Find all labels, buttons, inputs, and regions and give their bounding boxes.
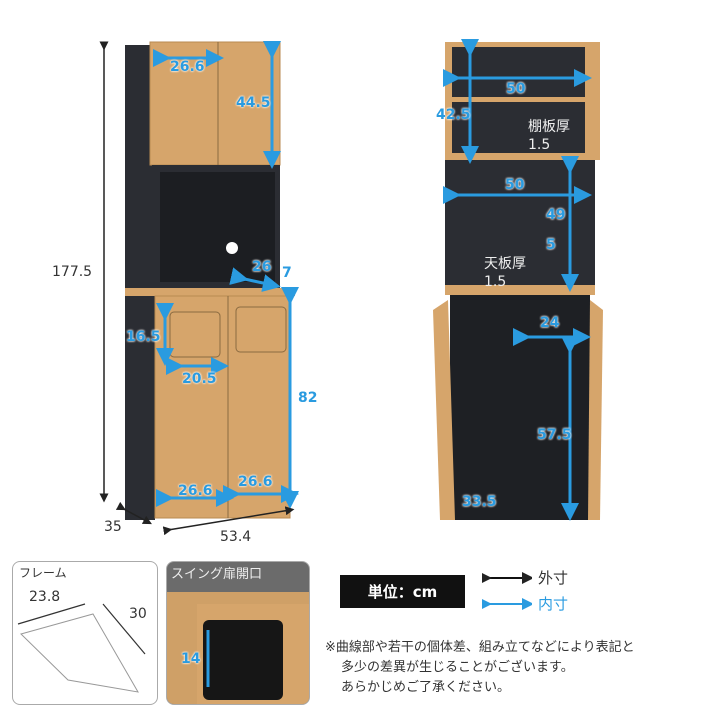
lower-height: 82 — [298, 390, 318, 406]
total-height: 177.5 — [52, 264, 93, 280]
swing-door-panel: スイング扉開口 14 — [166, 561, 310, 705]
top-thickness: 1.5 — [484, 274, 507, 290]
lower-door-left: 26.6 — [178, 483, 213, 499]
upper-height: 42.5 — [436, 107, 471, 123]
width: 53.4 — [220, 529, 252, 545]
note-line: ※曲線部や若干の個体差、組み立てなどにより表記と — [325, 640, 635, 655]
lower-door-right: 26.6 — [238, 474, 273, 490]
legend-outer: 外寸 — [538, 569, 569, 587]
open-depth: 26 — [252, 259, 272, 275]
upper-door-width: 26.6 — [170, 59, 205, 75]
frame-width: 23.8 — [29, 589, 61, 605]
frame-panel: フレーム 23.8 30 — [12, 561, 158, 705]
upper-width: 50 — [506, 81, 526, 97]
right-cabinet — [433, 39, 603, 521]
legend-arrows — [482, 572, 532, 610]
frame-title: フレーム — [19, 566, 67, 580]
open-height: 49 — [546, 207, 566, 223]
lower-height-right: 57.5 — [537, 427, 572, 443]
depth: 35 — [104, 519, 122, 535]
left-cabinet — [99, 41, 299, 536]
open-gap: 7 — [282, 265, 292, 281]
note-line: 多少の差異が生じることがございます。 — [341, 660, 574, 675]
swing-title: スイング扉開口 — [171, 567, 263, 582]
shelf-thickness: 1.5 — [528, 137, 551, 153]
shelf-label: 棚板厚 — [528, 119, 570, 135]
drawer-height: 16.5 — [126, 329, 161, 345]
note-line: あらかじめご了承ください。 — [341, 680, 511, 695]
hole-offset: 5 — [546, 237, 556, 253]
top-label: 天板厚 — [484, 256, 526, 272]
legend-inner: 内寸 — [538, 595, 569, 613]
swing-height: 14 — [181, 651, 201, 667]
open-width: 50 — [505, 177, 525, 193]
lower-depth: 33.5 — [462, 494, 497, 510]
upper-door-height: 44.5 — [236, 95, 271, 111]
lower-width: 24 — [540, 315, 560, 331]
drawer-width: 20.5 — [182, 371, 217, 387]
disclaimer-note: ※曲線部や若干の個体差、組み立てなどにより表記と 多少の差異が生じることがござい… — [325, 638, 635, 698]
unit-label: 単位：cm — [340, 575, 465, 608]
frame-depth: 30 — [129, 606, 147, 622]
